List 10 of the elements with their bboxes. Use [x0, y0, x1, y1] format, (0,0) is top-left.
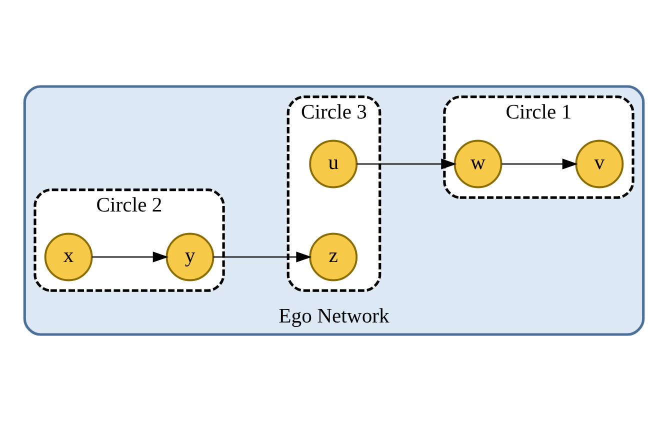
node-circle: v	[575, 140, 624, 188]
node-circle: z	[309, 232, 358, 282]
arrow	[502, 158, 578, 170]
arrow	[92, 252, 168, 262]
node-circle: y	[166, 232, 214, 282]
arrow	[213, 252, 312, 262]
node-circle: x	[44, 232, 93, 282]
node-circle: u	[309, 140, 358, 188]
arrow	[356, 158, 457, 170]
node-circle: w	[454, 140, 502, 188]
